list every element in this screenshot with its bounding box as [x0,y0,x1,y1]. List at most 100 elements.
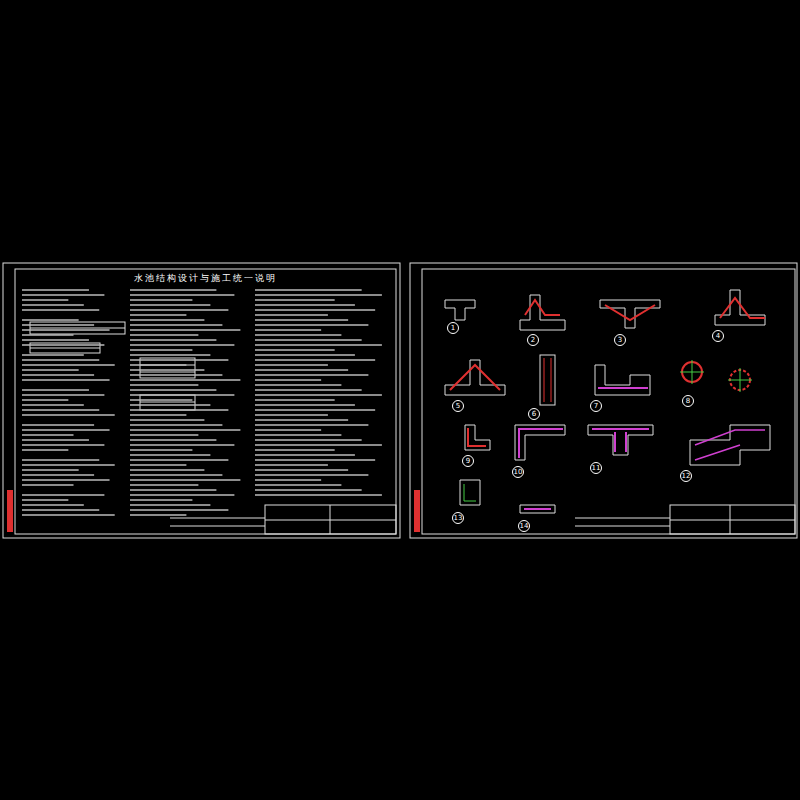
note-line [130,379,240,380]
callout-number: 14 [518,520,530,532]
note-line [130,349,192,350]
note-line [130,459,228,460]
note-line [22,319,79,320]
callout-number: 4 [712,330,724,342]
note-line [255,389,362,390]
note-line [130,304,210,305]
note-line [255,319,348,320]
note-line [130,454,210,455]
note-line [130,319,204,320]
note-line [255,419,348,420]
note-line [22,294,104,295]
note-line [255,324,368,325]
note-line [22,494,104,495]
note-line [22,304,84,305]
note-line [130,424,222,425]
note-line [130,354,210,355]
note-line [130,359,228,360]
callout-number: 3 [614,334,626,346]
note-line [255,379,321,380]
note-line [255,439,362,440]
note-line [22,469,79,470]
note-line [22,389,89,390]
note-line [22,339,89,340]
callout-number: 2 [527,334,539,346]
note-line [22,394,104,395]
note-line [130,344,234,345]
note-line [255,484,341,485]
note-line [255,309,375,310]
sheet-title: 水池结构设计与施工统一说明 [132,272,279,285]
note-line [130,429,240,430]
note-line [130,464,186,465]
note-line [130,419,204,420]
note-line [130,289,216,290]
note-line [22,329,110,330]
note-line [255,424,368,425]
note-line [22,344,104,345]
note-line [130,509,228,510]
note-line [22,444,104,445]
note-line [130,309,228,310]
note-line [255,339,362,340]
note-line [22,429,110,430]
note-line [255,384,341,385]
callout-number: 5 [452,400,464,412]
note-line [130,299,192,300]
note-line [255,459,375,460]
note-line [130,474,222,475]
note-line [255,344,382,345]
note-line [130,404,210,405]
note-line [130,504,210,505]
note-line [22,459,99,460]
note-line [22,424,94,425]
note-line [255,449,335,450]
note-line [130,314,186,315]
note-line [255,414,328,415]
note-line [255,354,355,355]
note-line [22,449,68,450]
note-line [255,444,382,445]
note-line [22,474,94,475]
note-line [130,439,216,440]
note-line [255,394,382,395]
note-line [130,444,234,445]
note-line [130,479,240,480]
note-line [255,454,355,455]
note-line [255,334,341,335]
note-line [255,364,328,365]
note-line [22,509,99,510]
callout-number: 12 [680,470,692,482]
note-line [22,359,99,360]
note-line [22,409,99,410]
note-line [22,434,74,435]
note-line [130,329,240,330]
note-line [130,369,204,370]
note-line [22,374,94,375]
note-line [130,389,216,390]
note-line [22,334,74,335]
note-line [130,484,198,485]
note-line [255,479,321,480]
note-line [22,399,68,400]
note-line [22,414,115,415]
note-line [255,434,341,435]
note-line [22,484,74,485]
note-line [130,449,192,450]
note-line [255,374,368,375]
note-line [22,479,110,480]
note-line [22,404,84,405]
note-line [255,329,321,330]
note-line [130,364,186,365]
note-line [255,314,328,315]
note-line [255,299,335,300]
note-line [255,404,355,405]
callout-number: 9 [462,455,474,467]
note-line [255,289,362,290]
note-line [130,409,228,410]
note-line [130,394,234,395]
note-line [255,469,348,470]
note-line [22,354,84,355]
